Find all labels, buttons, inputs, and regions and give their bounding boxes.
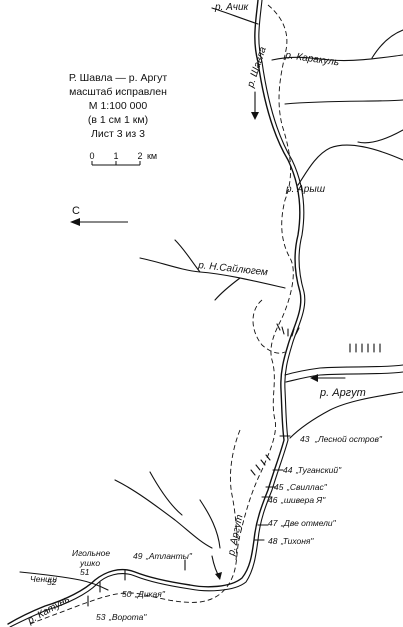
tributary-karakul-branch — [371, 29, 403, 59]
tributary-west-3 — [199, 499, 221, 549]
rapid-52-num: 52 — [47, 577, 57, 587]
slope-hatch-east — [349, 343, 381, 353]
rapid-47-num: 47 — [268, 518, 278, 528]
legend-line-1: Р. Шавла — р. Аргут — [69, 72, 168, 84]
rapid-50-name: „Дикая" — [134, 589, 166, 599]
legend-line-4: (в 1 см 1 км) — [88, 114, 148, 126]
tributary-west-2 — [149, 471, 183, 516]
place-chenish: Чениш — [30, 574, 57, 584]
rapid-49-num: 49 — [133, 551, 143, 561]
slope-hatch-lower — [250, 454, 271, 476]
trail-path-side — [252, 299, 286, 354]
rapid-44-name: „Туганский" — [295, 465, 342, 475]
rapid-48-name: „Тихоня" — [280, 536, 314, 546]
scale-tick-unit: км — [147, 151, 157, 161]
legend-line-2: масштаб исправлен — [69, 86, 167, 98]
label-argut-river: р. Аргут — [226, 514, 246, 558]
rapid-53-name: „Ворота" — [108, 612, 147, 622]
tributary-achik — [211, 7, 259, 25]
place-igolnoe-line2: ушко — [79, 558, 100, 568]
scale-tick-0: 0 — [89, 151, 94, 161]
label-achik: р. Ачик — [214, 2, 250, 13]
flow-arrow-shavla-head — [251, 112, 259, 120]
rapid-43-num: 43 — [300, 434, 310, 444]
rapid-43-name: „Лесной остров" — [314, 434, 383, 444]
tributary-argut-east — [284, 364, 403, 376]
tributary-lesnoy — [289, 391, 403, 439]
slope-hatch — [276, 323, 300, 337]
tributary-arysh-branch — [357, 129, 403, 144]
rapid-45-name: „Свиллас" — [286, 482, 328, 492]
label-argut-east: р. Аргут — [319, 387, 366, 399]
tributary-argut-east-bank — [285, 371, 403, 383]
rapid-46-num: 46 — [268, 495, 278, 505]
place-igolnoe-line1: Игольное — [72, 548, 110, 558]
rapid-44-num: 44 — [283, 465, 293, 475]
rapid-47-name: „Две отмели" — [280, 518, 337, 528]
label-karakul: р. Каракуль — [284, 50, 340, 69]
tributary-upper-right — [284, 99, 403, 105]
flow-arrow-argut-head — [310, 374, 318, 382]
rapid-51-num: 51 — [80, 567, 90, 577]
legend-line-5: Лист 3 из 3 — [91, 128, 145, 140]
tributary-karakul — [271, 54, 403, 62]
tributary-west-1 — [114, 479, 213, 549]
rapid-49-name: „Атланты" — [145, 551, 193, 561]
north-arrow-head — [70, 218, 80, 226]
label-arysh: р. Арыш — [285, 184, 326, 195]
main-river-channel — [7, 0, 302, 625]
flow-arrow-lower-head — [215, 572, 222, 580]
rapid-ticks — [87, 435, 291, 607]
rapid-50-num: 50 — [122, 589, 132, 599]
north-arrow-label: С — [72, 205, 80, 217]
rapid-45-num: 45 — [274, 482, 284, 492]
scale-bar: 0 1 2 км — [89, 151, 157, 166]
trail-path — [29, 4, 294, 625]
label-n-sailyugem: р. Н.Сайлюгем — [197, 260, 269, 278]
legend-line-3: М 1:100 000 — [89, 100, 148, 112]
label-katun: р. Катунь — [25, 594, 72, 627]
scale-tick-1: 1 — [113, 151, 118, 161]
trail-path-lower — [230, 429, 241, 561]
main-river-bank — [9, 0, 306, 627]
tributary-n-sailyugem-branch — [174, 239, 241, 301]
tributary-arysh — [297, 144, 403, 186]
scale-tick-2: 2 — [137, 151, 142, 161]
rapid-53-num: 53 — [96, 612, 106, 622]
rapid-46-name: „шивера Я" — [280, 495, 326, 505]
rapid-48-num: 48 — [268, 536, 278, 546]
